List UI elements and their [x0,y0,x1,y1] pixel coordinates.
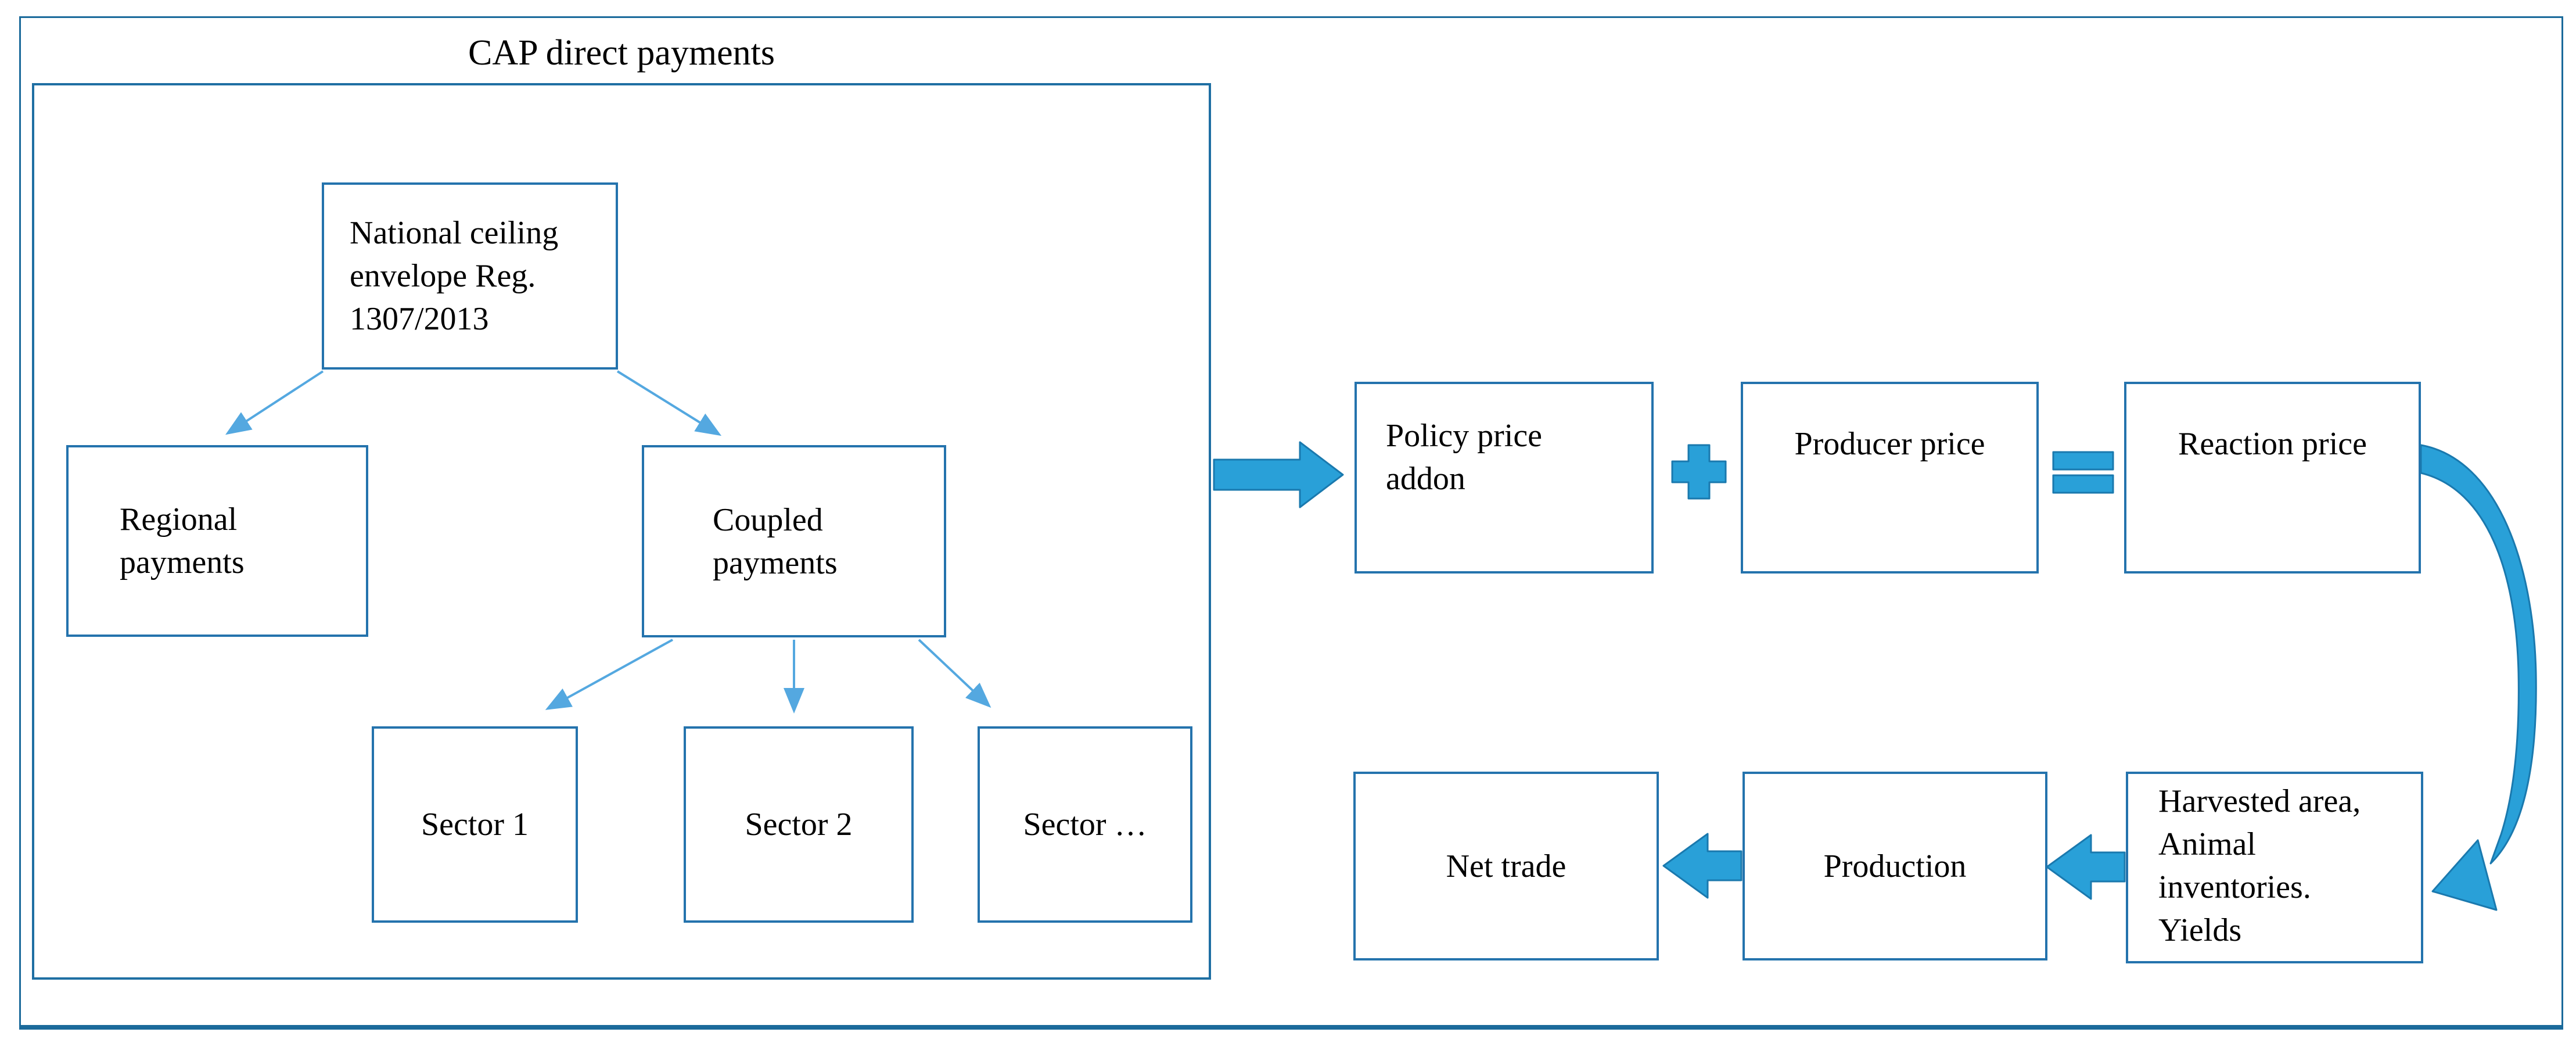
node-harvested-area-yields: Harvested area, Animal inventories. Yiel… [2126,772,2423,963]
node-sector-more: Sector … [978,726,1192,923]
diagram-title: CAP direct payments [468,33,775,73]
node-producer-price: Producer price [1741,382,2039,574]
node-coupled-payments: Coupled payments [642,445,946,637]
node-reaction-price: Reaction price [2124,382,2421,574]
node-net-trade: Net trade [1353,772,1659,960]
cap-direct-payments-container [32,83,1211,980]
node-production: Production [1743,772,2047,960]
page-border [19,16,2563,1030]
node-regional-payments: Regional payments [66,445,368,637]
node-national-ceiling: National ceiling envelope Reg. 1307/2013 [322,182,618,370]
node-sector-1: Sector 1 [372,726,578,923]
node-policy-price-addon: Policy price addon [1355,382,1654,574]
node-sector-2: Sector 2 [684,726,914,923]
